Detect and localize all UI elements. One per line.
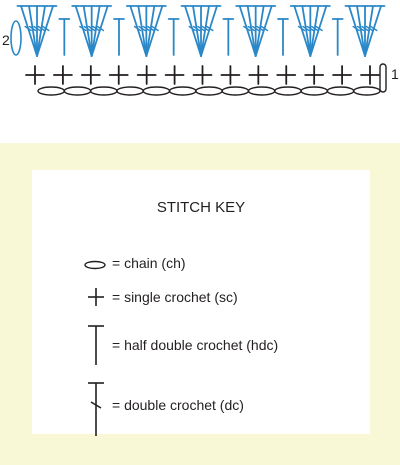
chain-stitch bbox=[300, 86, 329, 96]
double-crochet-stitch bbox=[309, 5, 320, 57]
double-crochet-cross-mark bbox=[151, 25, 159, 32]
key-item-single-crochet-text: = single crochet (sc) bbox=[112, 289, 238, 305]
stitch-key-panel: STITCH KEY = chain (ch) = single crochet… bbox=[0, 143, 400, 465]
chain-stitch bbox=[89, 86, 118, 96]
double-crochet-cross-mark bbox=[306, 25, 315, 32]
double-crochet-cross-mark bbox=[87, 25, 96, 32]
turning-chain bbox=[379, 63, 387, 93]
double-crochet-cross-mark bbox=[361, 25, 369, 32]
double-crochet-stitch bbox=[364, 5, 374, 57]
chain-symbol-icon bbox=[84, 260, 106, 270]
double-crochet-symbol-icon bbox=[88, 382, 104, 436]
double-crochet-stitch bbox=[145, 5, 156, 57]
double-crochet-cross-mark bbox=[24, 25, 32, 32]
double-crochet-stitch bbox=[36, 5, 54, 57]
row-1-label: 1 bbox=[391, 66, 399, 82]
chain-stitch bbox=[352, 86, 381, 96]
double-crochet-cross-mark bbox=[79, 25, 87, 32]
stitch-key-title: STITCH KEY bbox=[156, 199, 246, 216]
key-item-half-double-crochet-text: = half double crochet (hdc) bbox=[112, 337, 279, 353]
double-crochet-cross-mark bbox=[147, 25, 155, 32]
chain-stitch bbox=[326, 86, 355, 96]
double-crochet-cross-mark bbox=[260, 25, 269, 32]
double-crochet-stitch bbox=[309, 5, 328, 57]
double-crochet-stitch bbox=[238, 5, 257, 57]
double-crochet-stitch bbox=[20, 5, 38, 57]
double-crochet-stitch bbox=[184, 5, 202, 57]
double-crochet-stitch bbox=[137, 5, 148, 57]
double-crochet-stitch bbox=[254, 5, 265, 57]
double-crochet-stitch bbox=[246, 5, 257, 57]
double-crochet-stitch bbox=[192, 5, 202, 57]
double-crochet-cross-mark bbox=[138, 25, 146, 32]
double-crochet-stitch bbox=[28, 5, 38, 57]
chart-diagram bbox=[10, 5, 387, 96]
double-crochet-cross-mark bbox=[302, 25, 310, 32]
chain-stitch bbox=[63, 86, 92, 96]
double-crochet-cross-mark bbox=[311, 25, 319, 32]
double-crochet-stitch bbox=[293, 5, 312, 57]
double-crochet-stitch bbox=[254, 5, 273, 57]
single-crochet-symbol-icon bbox=[88, 288, 104, 306]
chain-stitch bbox=[37, 86, 66, 96]
row-2-label: 2 bbox=[2, 32, 10, 48]
double-crochet-cross-mark bbox=[256, 25, 264, 32]
double-crochet-cross-mark bbox=[315, 25, 323, 32]
chain-stitch bbox=[195, 86, 223, 96]
double-crochet-stitch bbox=[74, 5, 93, 57]
crochet-chart: 2 1 bbox=[0, 0, 400, 120]
double-crochet-cross-mark bbox=[142, 25, 151, 32]
row-2-turning-chain bbox=[10, 20, 22, 56]
double-crochet-cross-mark bbox=[197, 25, 205, 32]
double-crochet-cross-mark bbox=[83, 25, 91, 32]
key-item-double-crochet-text: = double crochet (dc) bbox=[112, 397, 244, 413]
chain-stitch bbox=[142, 86, 171, 96]
double-crochet-cross-mark bbox=[33, 25, 41, 32]
double-crochet-cross-mark bbox=[297, 25, 306, 32]
chain-stitch bbox=[247, 86, 276, 96]
chain-stitch bbox=[274, 86, 302, 96]
double-crochet-stitch bbox=[356, 5, 366, 57]
double-crochet-cross-mark bbox=[365, 25, 374, 32]
stitch-key-box: STITCH KEY = chain (ch) = single crochet… bbox=[32, 170, 370, 436]
double-crochet-cross-mark bbox=[188, 25, 196, 32]
double-crochet-cross-mark bbox=[28, 25, 37, 32]
double-crochet-stitch bbox=[90, 5, 101, 57]
key-item-chain-text: = chain (ch) bbox=[112, 255, 186, 271]
double-crochet-stitch bbox=[200, 5, 218, 57]
double-crochet-stitch bbox=[90, 5, 109, 57]
double-crochet-cross-mark bbox=[243, 25, 251, 32]
double-crochet-cross-mark bbox=[42, 25, 50, 32]
double-crochet-cross-mark bbox=[96, 25, 105, 32]
double-crochet-cross-mark bbox=[352, 25, 360, 32]
double-crochet-cross-mark bbox=[201, 25, 210, 32]
double-crochet-cross-mark bbox=[370, 25, 378, 32]
double-crochet-stitch bbox=[129, 5, 148, 57]
double-crochet-cross-mark bbox=[247, 25, 255, 32]
double-crochet-stitch bbox=[200, 5, 210, 57]
double-crochet-stitch bbox=[301, 5, 312, 57]
chain-stitch bbox=[168, 86, 197, 96]
chain-stitch bbox=[221, 86, 250, 96]
double-crochet-cross-mark bbox=[133, 25, 142, 32]
half-double-crochet-symbol-icon bbox=[88, 325, 104, 365]
double-crochet-stitch bbox=[82, 5, 93, 57]
double-crochet-stitch bbox=[36, 5, 46, 57]
double-crochet-cross-mark bbox=[92, 25, 100, 32]
double-crochet-cross-mark bbox=[37, 25, 46, 32]
double-crochet-cross-mark bbox=[251, 25, 260, 32]
double-crochet-stitch bbox=[364, 5, 382, 57]
chain-stitch bbox=[116, 86, 144, 96]
double-crochet-stitch bbox=[348, 5, 366, 57]
double-crochet-cross-mark bbox=[192, 25, 201, 32]
double-crochet-cross-mark bbox=[356, 25, 365, 32]
double-crochet-stitch bbox=[145, 5, 164, 57]
double-crochet-cross-mark bbox=[206, 25, 214, 32]
